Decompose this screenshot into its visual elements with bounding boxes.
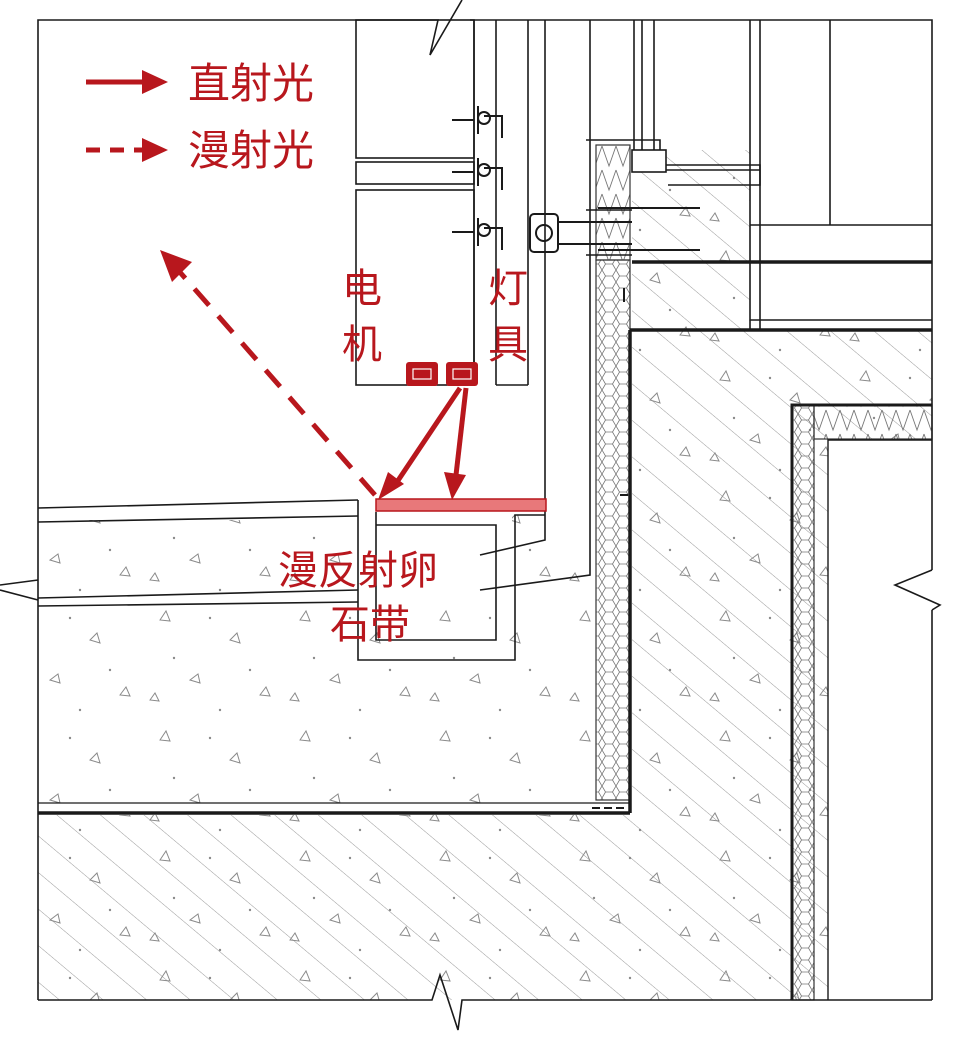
motor-label-1: 电 [342,266,382,312]
legend-diffuse-arrow [142,138,168,162]
light-rays [160,250,469,500]
fixture-label-1: 灯 [488,266,528,312]
pool-fill [38,515,592,803]
legend-direct-arrow [142,70,168,94]
legend-diffuse-label: 漫射光 [188,126,314,175]
fixture-box-2 [446,362,478,386]
pebble-band [375,498,547,512]
component-labels: 电 机 灯 具 漫反射卵 石带 [278,266,528,648]
outline [0,0,942,1031]
fixture-box-1 [406,362,438,386]
pebble-label-1: 漫反射卵 [278,548,438,594]
structure-hatch [38,150,932,1000]
bracket-hardware [452,106,700,496]
pebble-label-2: 石带 [330,602,410,648]
legend: 直射光 漫射光 [86,59,314,175]
light-fixtures [406,362,478,386]
motor-label-2: 机 [342,322,382,368]
legend-direct-label: 直射光 [188,59,314,108]
insulation [595,144,933,1001]
fixture-label-2: 具 [488,322,528,368]
